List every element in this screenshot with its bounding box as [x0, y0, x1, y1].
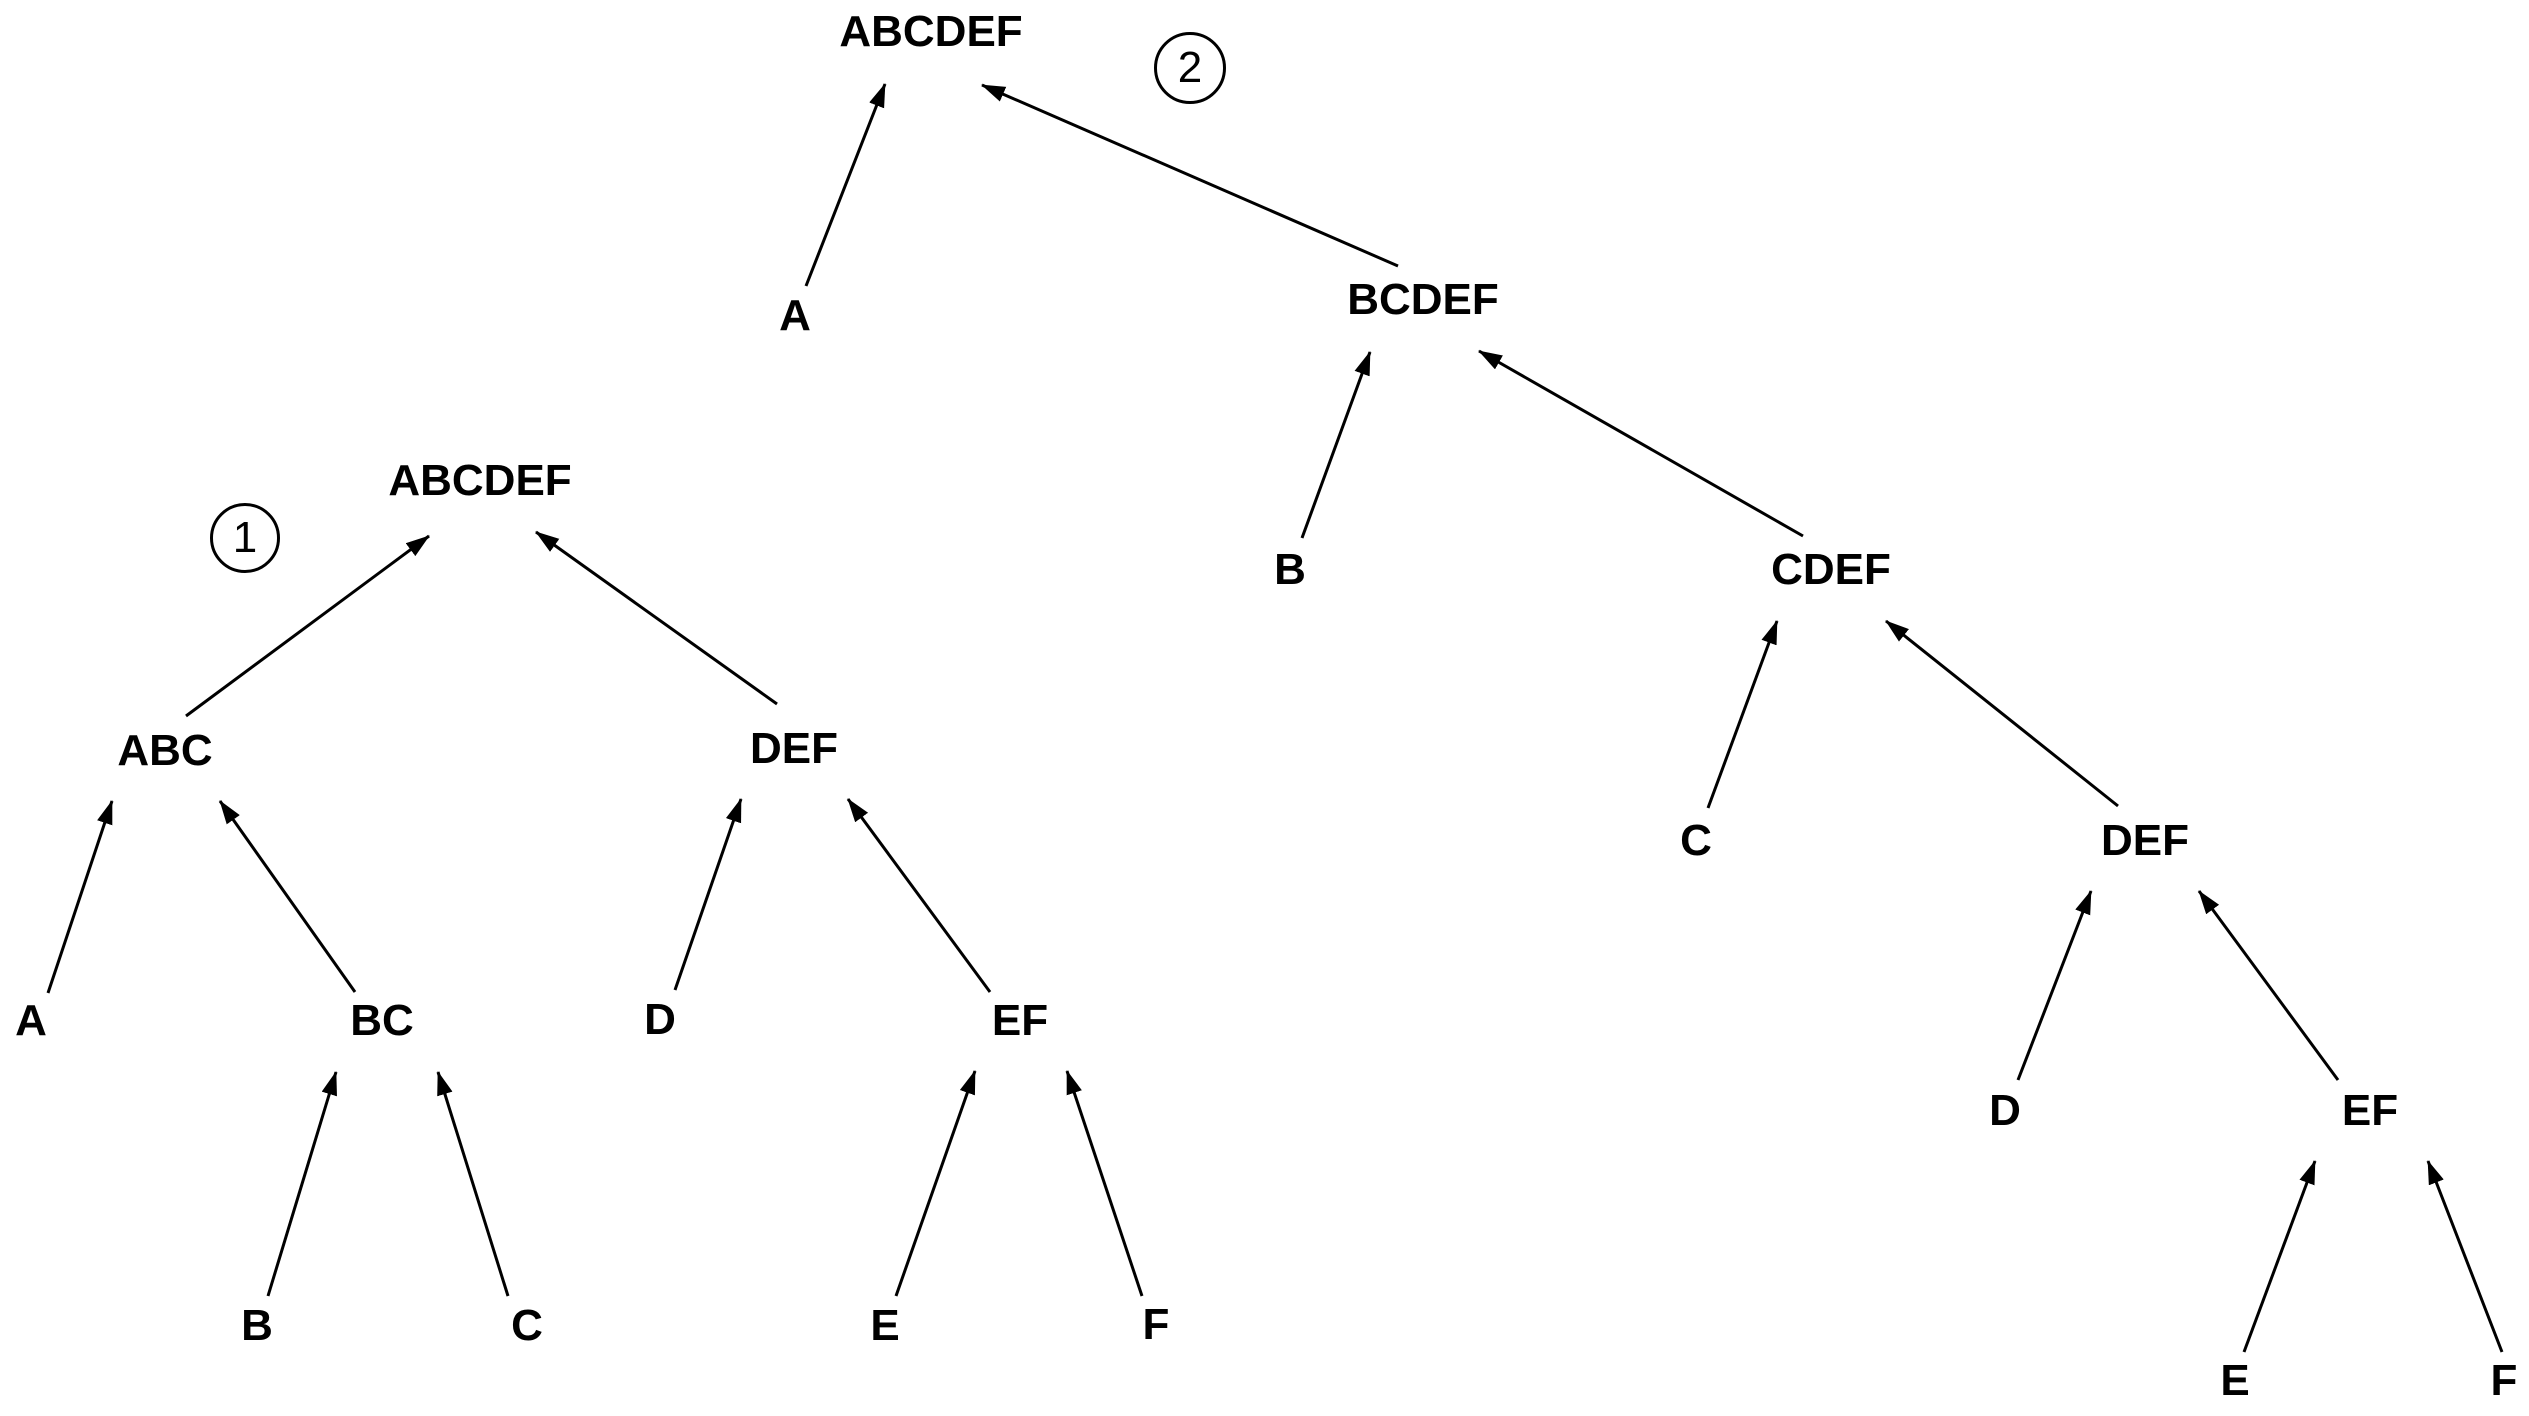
tree1-edge-ef-to-def [846, 798, 992, 993]
tree1-edge-abc-to-abcdef [185, 534, 430, 718]
tree2-edge-b-to-bcdef [1300, 351, 1372, 539]
tree1-edge-bc-to-abc [218, 800, 357, 993]
tree2-node-c: C [1680, 816, 1712, 865]
tree1-node-ef: EF [991, 996, 1049, 1045]
tree2-node-f: F [2490, 1356, 2518, 1405]
tree2-edge-def-to-cdef [1885, 619, 2119, 808]
tree2-edge-f-to-ef [2426, 1160, 2504, 1353]
tree2-number-badge: 2 [1154, 32, 1226, 104]
tree1-edge-d-to-def [673, 798, 743, 991]
tree1-edge-f-to-ef [1065, 1070, 1144, 1297]
tree1-edge-e-to-ef [894, 1070, 977, 1297]
tree1-number-badge: 1 [210, 503, 280, 573]
tree2-edge-bcdef-to-abcdef [981, 83, 1399, 268]
tree1-node-def: DEF [750, 724, 838, 773]
tree2-edge-c-to-cdef [1706, 620, 1779, 809]
tree2-node-d: D [1989, 1086, 2021, 1135]
tree2-node-bcdef: BCDEF [1347, 275, 1499, 324]
tree1-node-d: D [644, 995, 676, 1044]
tree2-node-ef: EF [2341, 1086, 2399, 1135]
tree1-node-abc: ABC [117, 726, 213, 775]
tree1-node-bc: BC [350, 996, 414, 1045]
tree2-node-a: A [779, 291, 811, 340]
tree2-edge-d-to-def [2016, 890, 2093, 1081]
tree1-node-abcdef: ABCDEF [388, 456, 572, 505]
tree2-edge-a-to-abcdef [804, 83, 887, 287]
tree1-edge-def-to-abcdef [535, 530, 778, 706]
tree1-node-a: A [15, 996, 47, 1045]
tree1-node-f: F [1142, 1300, 1170, 1349]
tree2-node-e: E [2220, 1356, 2250, 1405]
tree2-node-def: DEF [2101, 816, 2189, 865]
tree2-edge-e-to-ef [2242, 1160, 2317, 1353]
tree1-node-c: C [511, 1301, 543, 1350]
tree1-edge-c-to-bc [436, 1071, 510, 1297]
tree2-node-cdef: CDEF [1771, 545, 1891, 594]
tree2-edge-ef-to-def [2197, 890, 2340, 1081]
tree2-node-abcdef: ABCDEF [839, 7, 1023, 56]
tree2-edge-cdef-to-bcdef [1478, 349, 1804, 538]
tree1-node-b: B [241, 1301, 273, 1350]
tree1-edge-b-to-bc [266, 1071, 338, 1297]
tree1-edge-a-to-abc [46, 800, 114, 994]
tree2-node-b: B [1274, 545, 1306, 594]
tree1-node-e: E [870, 1301, 900, 1350]
